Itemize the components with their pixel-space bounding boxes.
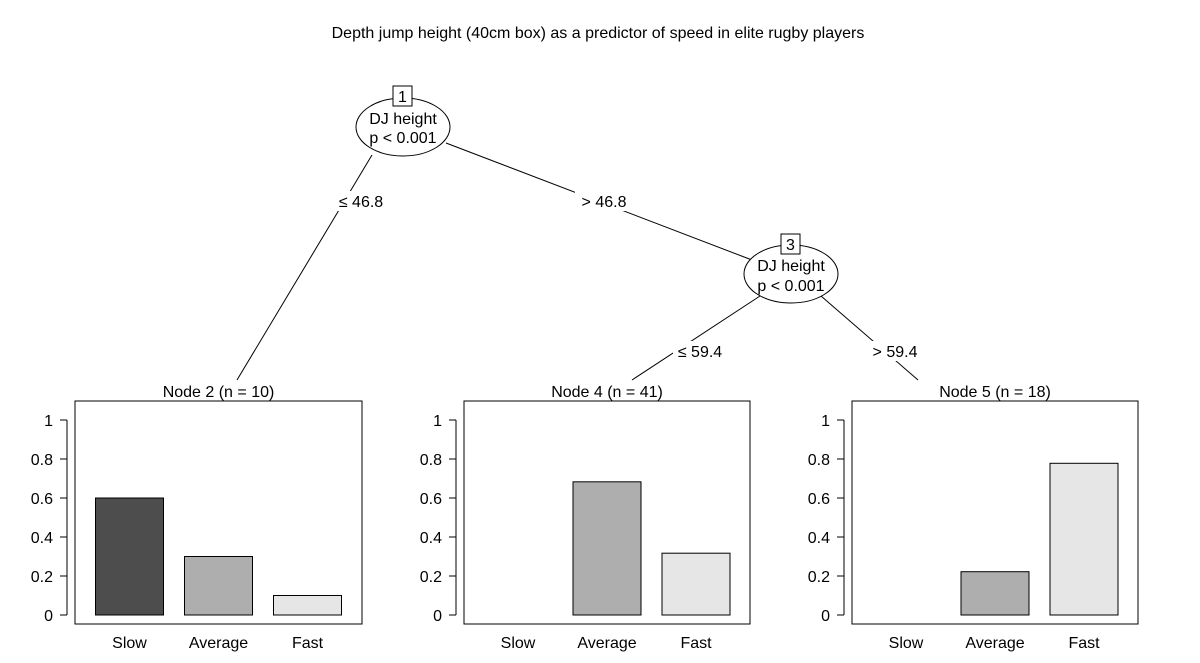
inner-node-1-variable: DJ height — [369, 111, 437, 128]
chart-title: Depth jump height (40cm box) as a predic… — [332, 25, 865, 42]
y-tick-label: 0.4 — [31, 530, 53, 547]
edge-label-gt-46-8: > 46.8 — [582, 194, 627, 211]
inner-node-3-id: 3 — [786, 237, 795, 254]
x-tick-label: Slow — [889, 635, 924, 652]
edge-label-gt-59-4: > 59.4 — [873, 344, 918, 361]
y-tick-label: 0.2 — [31, 569, 53, 586]
x-tick-label: Fast — [292, 635, 324, 652]
bar-fast — [661, 552, 731, 616]
y-tick-label: 0.6 — [31, 491, 53, 508]
bar-average — [960, 571, 1030, 616]
y-tick-label: 0 — [821, 608, 830, 625]
y-tick-label: 0.6 — [420, 491, 442, 508]
edge-label-le-46-8: ≤ 46.8 — [339, 194, 383, 211]
edge-node1-node2 — [236, 154, 373, 381]
x-tick-label: Fast — [680, 635, 712, 652]
edge-label-bg — [673, 341, 727, 361]
bar-slow — [95, 497, 164, 616]
panel-title: Node 4 (n = 41) — [551, 384, 663, 401]
inner-node-3-variable: DJ height — [757, 258, 825, 275]
panel-title-bg — [933, 381, 1057, 400]
panel-title: Node 2 (n = 10) — [163, 384, 275, 401]
y-tick-label: 1 — [44, 413, 53, 430]
x-tick-label: Fast — [1068, 635, 1100, 652]
inner-node-3-id-box — [780, 233, 801, 255]
x-tick-label: Slow — [112, 635, 147, 652]
y-tick-label: 0 — [433, 608, 442, 625]
y-tick-label: 1 — [821, 413, 830, 430]
inner-node-1-id: 1 — [398, 89, 407, 106]
y-tick-label: 1 — [433, 413, 442, 430]
bar-average — [184, 556, 253, 616]
edge-node3-node4 — [631, 295, 761, 381]
bar-fast — [1049, 462, 1119, 616]
y-tick-label: 0 — [44, 608, 53, 625]
panel-title: Node 5 (n = 18) — [939, 384, 1051, 401]
panel-frame — [74, 400, 363, 625]
y-tick-label: 0.8 — [31, 452, 53, 469]
inner-node-1-pvalue: p < 0.001 — [369, 130, 436, 147]
edge-label-bg — [575, 191, 633, 211]
y-tick-label: 0.2 — [808, 569, 830, 586]
edge-node3-node5 — [820, 295, 919, 381]
edge-label-le-59-4: ≤ 59.4 — [678, 344, 722, 361]
bar-average — [572, 481, 642, 616]
y-tick-label: 0.4 — [808, 530, 830, 547]
x-tick-label: Average — [965, 635, 1024, 652]
edge-label-bg — [866, 341, 924, 361]
x-tick-label: Average — [577, 635, 636, 652]
y-tick-label: 0.8 — [420, 452, 442, 469]
inner-node-3-pvalue: p < 0.001 — [757, 278, 824, 295]
y-tick-label: 0.6 — [808, 491, 830, 508]
panel-frame — [463, 400, 751, 625]
inner-node-1-id-box — [392, 85, 413, 107]
y-tick-label: 0.2 — [420, 569, 442, 586]
x-tick-label: Slow — [501, 635, 536, 652]
bar-fast — [273, 595, 342, 616]
panel-title-bg — [156, 381, 281, 400]
edge-label-bg — [334, 191, 388, 211]
y-tick-label: 0.8 — [808, 452, 830, 469]
panel-title-bg — [545, 381, 669, 400]
panel-frame — [851, 400, 1139, 625]
x-tick-label: Average — [189, 635, 248, 652]
y-tick-label: 0.4 — [420, 530, 442, 547]
